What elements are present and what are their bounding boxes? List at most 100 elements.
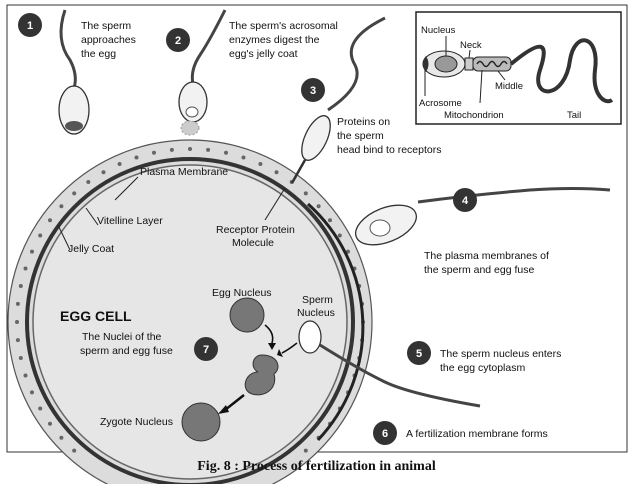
- step-3-line-3: head bind to receptors: [337, 144, 442, 156]
- badge-7: [194, 337, 218, 361]
- granule: [152, 150, 156, 155]
- step-7-line-2: sperm and egg fuse: [80, 345, 173, 357]
- sperm-4-nucleus: [369, 219, 391, 237]
- badge-6: [373, 421, 397, 445]
- egg-nucleus-shape: [229, 297, 265, 333]
- arrow-zygote: [224, 394, 245, 411]
- granule: [23, 373, 28, 378]
- step-badges: 1 2 3 4 5 6 7: [18, 13, 477, 445]
- granule: [346, 249, 350, 254]
- sperm-anatomy-inset: Nucleus Neck Middle Acrosome Mitochondri…: [415, 11, 622, 125]
- arrow-egg-nucleus: [264, 324, 274, 344]
- label-mitochondrion: Mitochondrion: [444, 110, 504, 121]
- sperm-nucleus-shape: [298, 320, 322, 354]
- sperm-1-tail: [59, 9, 77, 89]
- label-vitelline-layer: Vitelline Layer: [97, 215, 163, 227]
- plasma-membrane-ring: [32, 164, 348, 480]
- step-5-line-1: The sperm nucleus enters: [440, 348, 561, 360]
- inset-leader-mitochondrion: [479, 69, 483, 104]
- granule: [30, 249, 34, 254]
- granule: [188, 147, 192, 151]
- granule: [18, 284, 23, 288]
- step-3-line-2: the sperm: [337, 130, 384, 142]
- granule: [30, 390, 34, 395]
- egg-cell: [7, 139, 373, 484]
- sperm-approaching: [58, 9, 90, 135]
- sperm-1-head: [58, 85, 90, 135]
- step-1-line-2: approaches: [81, 34, 136, 46]
- vitelline-layer-ring: [25, 157, 355, 484]
- sperm-4-tail: [417, 187, 611, 204]
- inset-leader-neck: [468, 49, 471, 59]
- step-descriptions: The sperm approaches the egg The sperm's…: [80, 20, 561, 440]
- granule: [48, 421, 52, 426]
- step-5-line-2: the egg cytoplasm: [440, 362, 525, 374]
- granule: [328, 218, 332, 223]
- sperm-3-tail: [327, 16, 386, 112]
- badge-6-number: 6: [382, 428, 388, 440]
- badge-4-number: 4: [462, 195, 469, 207]
- granule: [72, 191, 77, 196]
- step-1-line-1: The sperm: [81, 20, 131, 32]
- granule: [224, 150, 228, 155]
- inset-midpiece: [472, 56, 512, 72]
- badge-7-number: 7: [203, 344, 209, 356]
- sperm-2-tail: [190, 9, 227, 85]
- step-4-line-1: The plasma membranes of: [424, 250, 549, 262]
- granule: [258, 162, 263, 166]
- badge-1-number: 1: [27, 20, 33, 32]
- granule: [303, 448, 308, 453]
- badge-5-number: 5: [416, 348, 422, 360]
- step-2-line-1: The sperm's acrosomal: [229, 20, 338, 32]
- sperm-3-head: [301, 115, 331, 161]
- label-egg-cell: EGG CELL: [60, 308, 132, 324]
- step-4-line-2: the sperm and egg fuse: [424, 264, 534, 276]
- granule: [59, 204, 64, 209]
- inset-neck: [464, 57, 474, 71]
- step-1-line-3: the egg: [81, 48, 116, 60]
- sperm-binding: [290, 16, 386, 184]
- sperm-2-nucleus: [185, 106, 199, 118]
- label-middle: Middle: [495, 81, 523, 92]
- granule: [241, 155, 246, 160]
- granule: [38, 406, 43, 411]
- leader-receptor: [264, 187, 286, 221]
- leader-vitelline: [85, 207, 99, 226]
- label-sperm-nucleus-line1: Sperm: [302, 294, 333, 306]
- acrosomal-enzymes: [180, 120, 200, 136]
- sperm-digesting: [178, 9, 227, 136]
- inset-tail: [509, 38, 614, 104]
- nucleus-arrows: [224, 324, 298, 411]
- label-zygote-nucleus: Zygote Nucleus: [100, 416, 173, 428]
- step-2-line-2: enzymes digest the: [229, 34, 320, 46]
- badge-1: [18, 13, 42, 37]
- granule: [206, 147, 211, 152]
- granule: [274, 170, 279, 175]
- step-3-line-1: Proteins on: [337, 116, 390, 128]
- badge-3: [301, 78, 325, 102]
- arrow-sperm-nucleus: [281, 342, 298, 354]
- granule: [303, 191, 308, 196]
- granule: [15, 338, 20, 343]
- granule: [86, 180, 91, 184]
- badge-2-number: 2: [175, 35, 181, 47]
- granule: [134, 155, 139, 160]
- leader-plasma-membrane: [114, 176, 139, 201]
- granule: [117, 162, 122, 166]
- sperm-3-acrosomal-process: [290, 159, 307, 184]
- inset-acrosome: [422, 56, 429, 72]
- inset-nucleus: [434, 55, 458, 73]
- granule: [23, 266, 28, 271]
- granule: [38, 233, 43, 238]
- sperm-1-acrosome: [65, 121, 83, 131]
- granule: [337, 233, 342, 238]
- step-2-line-3: egg's jelly coat: [229, 48, 298, 60]
- leader-jelly-coat: [57, 224, 71, 251]
- label-egg-nucleus: Egg Nucleus: [212, 287, 272, 299]
- granule: [15, 320, 19, 324]
- granule: [72, 448, 77, 453]
- badge-4: [453, 188, 477, 212]
- figure-caption: Fig. 8 : Process of fertilization in ani…: [197, 459, 436, 474]
- granule: [48, 218, 52, 223]
